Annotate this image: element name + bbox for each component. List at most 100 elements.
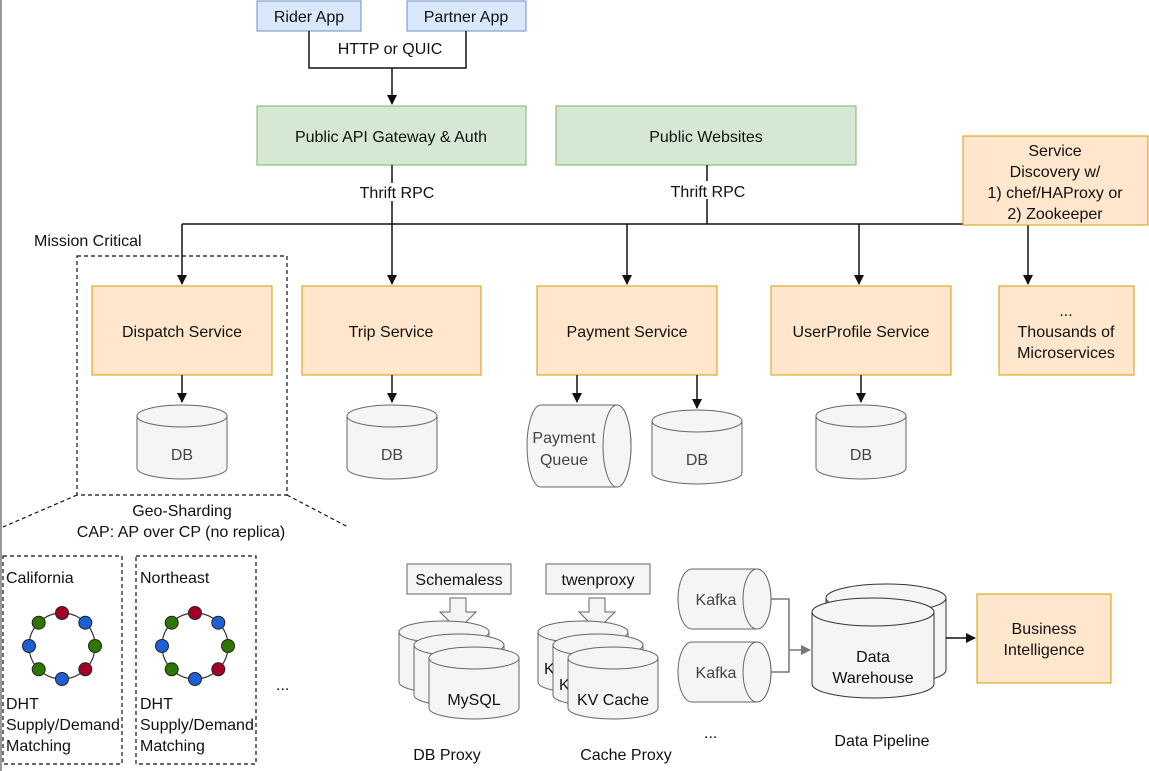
- discovery-line-4: 2) Zookeeper: [1007, 206, 1103, 223]
- dht-node: [55, 672, 69, 686]
- dht-node: [155, 639, 169, 653]
- payment-db-label: DB: [686, 452, 708, 469]
- payment-db: DB: [651, 409, 743, 485]
- region-northeast-line-2: Supply/Demand: [140, 717, 254, 734]
- trip-db-label: DB: [381, 447, 403, 464]
- dht-node: [31, 662, 46, 677]
- dht-ring-california: [22, 606, 102, 686]
- bi-line-2: Intelligence: [1004, 642, 1085, 659]
- discovery-line-1: Service: [1028, 143, 1081, 160]
- payment-queue: Payment Queue: [526, 404, 632, 488]
- region-california-line-2: Supply/Demand: [6, 717, 120, 734]
- dht-node: [164, 615, 179, 630]
- userprofile-service-node: UserProfile Service: [770, 285, 952, 376]
- partner-app-label: Partner App: [424, 9, 509, 26]
- kafka-more: ...: [704, 725, 717, 742]
- rpc-label-right: Thrift RPC: [671, 184, 746, 201]
- userprofile-db: DB: [815, 404, 907, 480]
- mysql-db: [428, 658, 520, 720]
- region-northeast-line-3: Matching: [140, 738, 205, 755]
- microservices-node: ... Thousands of Microservices: [998, 285, 1135, 376]
- kv-cache-db: [567, 658, 659, 720]
- db-arrows: [177, 375, 866, 409]
- twenproxy-node: [545, 563, 651, 595]
- dht-node: [164, 662, 179, 677]
- kafka-label-1: Kafka: [696, 592, 737, 609]
- public-websites-label: Public Websites: [649, 129, 763, 146]
- regions-more: ...: [276, 677, 289, 694]
- trip-db: DB: [346, 404, 438, 480]
- dispatch-service-label: Dispatch Service: [122, 324, 242, 341]
- dispatch-db: DB: [136, 404, 228, 480]
- business-intelligence-node: Business Intelligence: [976, 593, 1112, 684]
- schemaless-node: [406, 563, 512, 595]
- dht-node: [211, 615, 226, 630]
- rider-app-node: Rider App: [256, 0, 362, 32]
- payment-queue-line-2: Queue: [540, 452, 588, 469]
- down-arrow-icon: [438, 597, 478, 631]
- trip-service-node: Trip Service: [301, 285, 482, 376]
- userprofile-db-label: DB: [850, 447, 872, 464]
- mission-critical-group: [76, 255, 288, 496]
- userprofile-service-label: UserProfile Service: [793, 324, 930, 341]
- db-proxy-group: Schemaless MySQL: [398, 563, 520, 720]
- region-california-line-3: Matching: [6, 738, 71, 755]
- dht-node: [221, 639, 235, 653]
- db-proxy-caption: DB Proxy: [413, 747, 481, 764]
- dht-ring-northeast: [155, 606, 235, 686]
- kv-back-label-2: K: [559, 677, 570, 694]
- api-gateway-node: Public API Gateway & Auth: [256, 105, 527, 166]
- rpc-connectors: [177, 165, 1033, 285]
- kv-back-label-1: K: [544, 661, 555, 678]
- kafka-queue-1: Kafka: [677, 568, 772, 630]
- schemaless-label: Schemaless: [415, 572, 502, 589]
- microservices-line-1: ...: [1059, 303, 1072, 320]
- region-california-name: California: [6, 570, 74, 587]
- dht-node: [188, 672, 202, 686]
- api-gateway-label: Public API Gateway & Auth: [295, 129, 487, 146]
- dht-node: [188, 606, 202, 620]
- down-arrow-icon: [577, 597, 617, 631]
- mission-critical-label: Mission Critical: [34, 233, 142, 250]
- warehouse-line-1: Data: [856, 649, 890, 666]
- dispatch-service-node: Dispatch Service: [91, 285, 273, 376]
- bi-line-1: Business: [1012, 621, 1077, 638]
- geo-zoom-lines: [2, 494, 349, 528]
- discovery-line-2: Discovery w/: [1010, 164, 1101, 181]
- region-california: California DHT Supply/Demand Matching: [2, 555, 123, 765]
- data-pipeline-caption: Data Pipeline: [834, 733, 929, 750]
- service-discovery-node: Service Discovery w/ 1) chef/HAProxy or …: [962, 135, 1149, 226]
- cache-proxy-group: twenproxy K K KV Cache: [537, 563, 659, 720]
- dht-node: [78, 662, 93, 677]
- dht-node: [31, 615, 46, 630]
- microservices-line-3: Microservices: [1017, 345, 1115, 362]
- twenproxy-label: twenproxy: [562, 572, 635, 589]
- payment-service-label: Payment Service: [567, 324, 688, 341]
- region-northeast: Northeast DHT Supply/Demand Matching: [135, 555, 257, 765]
- cache-proxy-caption: Cache Proxy: [580, 747, 672, 764]
- geo-line-1: Geo-Sharding: [132, 503, 232, 520]
- warehouse-line-2: Warehouse: [832, 670, 913, 687]
- trip-service-label: Trip Service: [349, 324, 434, 341]
- client-connector: [308, 31, 467, 105]
- region-california-line-1: DHT: [6, 696, 39, 713]
- geo-line-2: CAP: AP over CP (no replica): [77, 524, 285, 541]
- dht-node: [88, 639, 102, 653]
- dispatch-db-label: DB: [171, 447, 193, 464]
- dht-node: [211, 662, 226, 677]
- microservices-line-2: Thousands of: [1018, 324, 1116, 341]
- dht-node: [22, 639, 36, 653]
- payment-service-node: Payment Service: [536, 285, 718, 376]
- dht-node: [78, 615, 93, 630]
- dht-node: [55, 606, 69, 620]
- rider-app-label: Rider App: [274, 9, 344, 26]
- discovery-line-3: 1) chef/HAProxy or: [987, 185, 1123, 202]
- kv-cache-label: KV Cache: [577, 692, 649, 709]
- payment-queue-line-1: Payment: [532, 430, 596, 447]
- region-northeast-name: Northeast: [140, 570, 210, 587]
- mysql-label: MySQL: [447, 692, 500, 709]
- rpc-label-left: Thrift RPC: [360, 185, 435, 202]
- kafka-label-2: Kafka: [696, 665, 737, 682]
- protocol-label: HTTP or QUIC: [338, 41, 443, 58]
